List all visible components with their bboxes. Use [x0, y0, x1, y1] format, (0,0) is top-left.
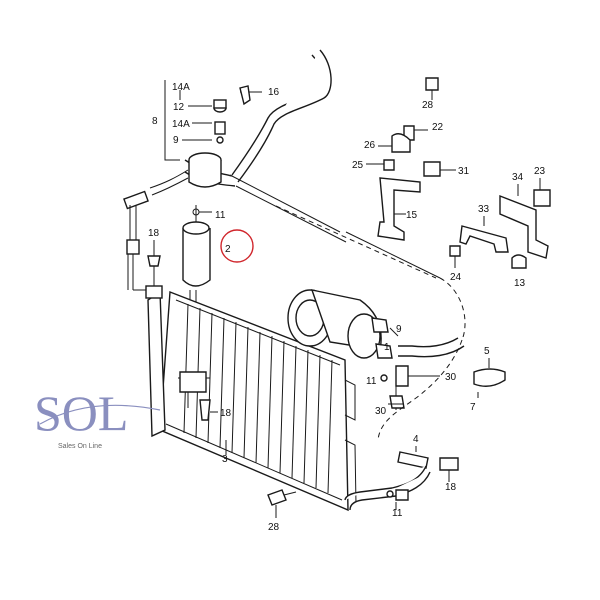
callout-1: 1: [384, 342, 390, 353]
callout-11-drier: 11: [215, 210, 226, 221]
callout-4: 4: [413, 434, 419, 445]
callout-11-comp: 11: [366, 376, 377, 387]
callout-18-mid: 18: [220, 408, 232, 419]
callout-3: 3: [222, 454, 228, 465]
highlight-circle: [220, 229, 254, 263]
upper-right-bracket: 28 22 26 25 31 15: [352, 77, 470, 241]
callout-16: 16: [268, 87, 280, 98]
callout-28-top: 28: [422, 100, 434, 111]
callout-7: 7: [470, 402, 476, 413]
callout-22: 22: [432, 122, 444, 133]
bottom-bolt: 28: [267, 489, 297, 533]
callout-15: 15: [406, 210, 418, 221]
callout-31: 31: [458, 166, 470, 177]
callout-34: 34: [512, 172, 524, 183]
callout-5: 5: [484, 346, 490, 357]
lower-pipe-assembly: 4 18 11: [344, 339, 463, 519]
right-brackets: 23 34 33 24 13: [449, 166, 551, 289]
callout-26: 26: [364, 140, 376, 151]
callout-8: 8: [152, 116, 158, 127]
callout-2: 2: [225, 244, 231, 255]
callout-13: 13: [514, 278, 526, 289]
upper-left-callouts: 14A 12 14A 8 9 16: [152, 82, 280, 146]
callout-14a-top: 14A: [172, 82, 190, 93]
callout-11-bottom: 11: [392, 508, 403, 519]
callout-23: 23: [534, 166, 546, 177]
callout-9-top: 9: [173, 135, 179, 146]
hose-dash-line: [275, 205, 437, 279]
condenser: 3: [145, 285, 357, 512]
callout-24: 24: [450, 272, 462, 283]
middle-bolt: 18: [199, 399, 232, 421]
logo-text: SOL: [34, 385, 128, 441]
callout-12: 12: [173, 102, 185, 113]
sol-logo: SOL Sales On Line: [34, 385, 161, 450]
callout-14a-mid: 14A: [172, 119, 190, 130]
receiver-drier: 11 2: [182, 205, 254, 372]
callout-18-left: 18: [148, 228, 160, 239]
callout-30-a: 30: [445, 372, 457, 383]
callout-33: 33: [478, 204, 490, 215]
callout-18-right: 18: [445, 482, 457, 493]
upper-pipe-assembly: [123, 49, 441, 291]
callout-25: 25: [352, 160, 364, 171]
clamp-5-7: 5 7: [470, 346, 506, 413]
callout-9-comp: 9: [396, 324, 402, 335]
compressor: 9 1 11 30 30: [287, 277, 466, 417]
left-bracket-bolt: 18: [147, 228, 161, 292]
callout-28-bottom: 28: [268, 522, 280, 533]
callout-30-b: 30: [375, 406, 387, 417]
condenser-fins: [183, 303, 333, 494]
logo-subtitle: Sales On Line: [58, 443, 102, 450]
